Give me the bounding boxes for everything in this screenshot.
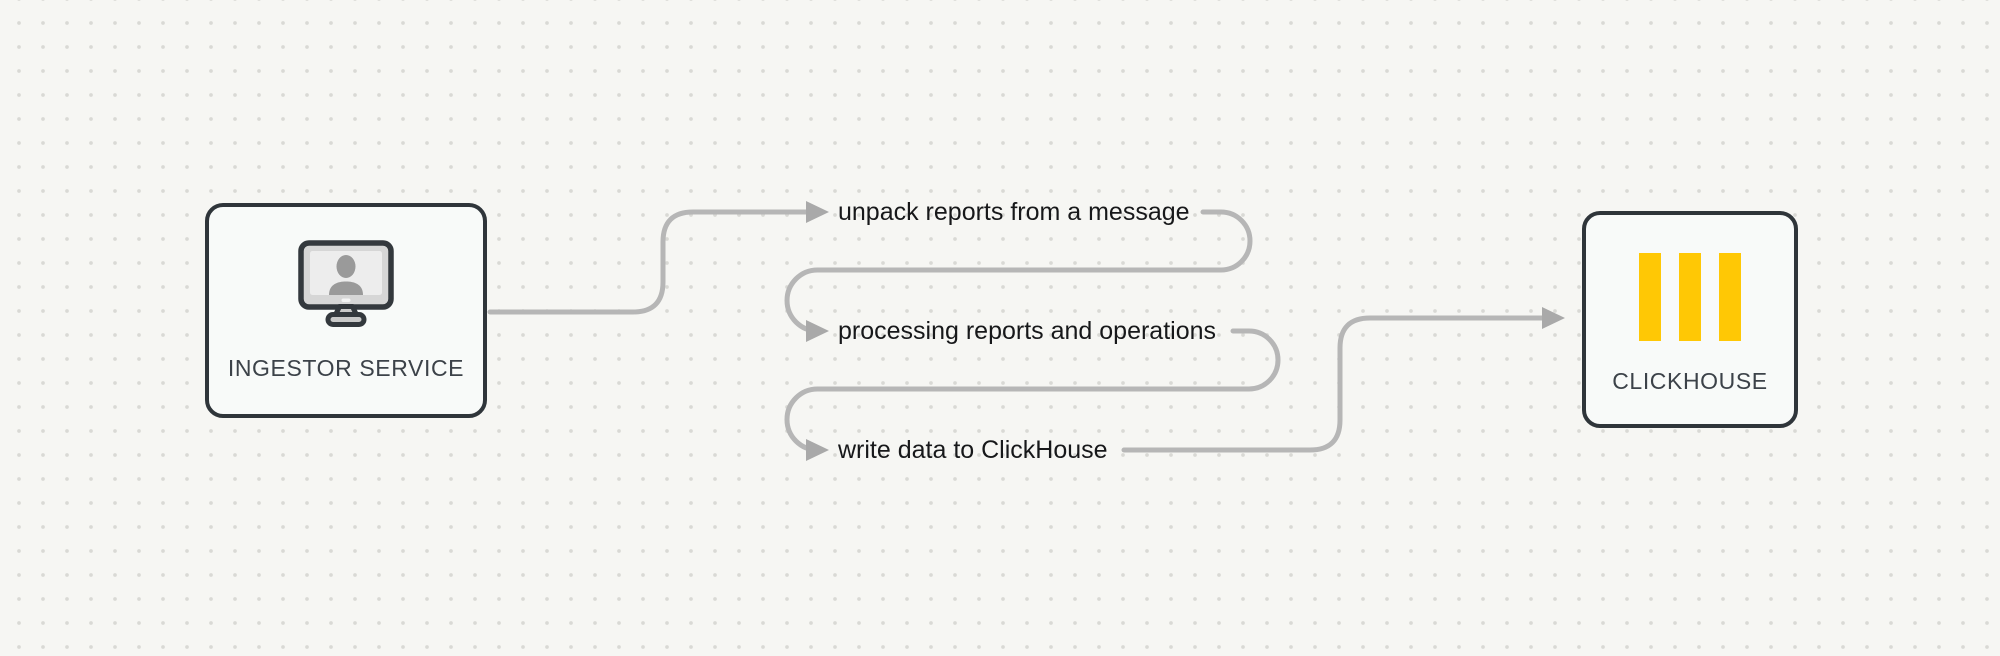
step-label-write-data: write data to ClickHouse (838, 436, 1108, 464)
user-silhouette-icon (336, 255, 356, 278)
step-label-processing-reports: processing reports and operations (838, 317, 1217, 345)
arrowhead-icon (806, 201, 829, 223)
node-clickhouse: CLICKHOUSE (1582, 211, 1798, 428)
connector-step1-to-step2 (784, 209, 1253, 334)
connector-step2-to-step3 (784, 328, 1281, 453)
arrowhead-icon (806, 439, 829, 461)
clickhouse-bar-icon (1679, 253, 1701, 341)
connector-step3-to-clickhouse (1121, 315, 1545, 453)
monitor-user-icon (298, 240, 394, 327)
step-label-unpack-reports: unpack reports from a message (838, 198, 1190, 226)
arrowhead-icon (1542, 307, 1565, 329)
clickhouse-bar-icon (1719, 253, 1741, 341)
arrowhead-icon (806, 320, 829, 342)
node-label-ingestor-service: INGESTOR SERVICE (227, 355, 465, 381)
node-ingestor-service: INGESTOR SERVICE (205, 203, 487, 418)
node-label-clickhouse: CLICKHOUSE (1612, 368, 1768, 394)
connector-ingestor-to-step1 (487, 209, 809, 315)
clickhouse-logo-icon (1639, 253, 1741, 341)
clickhouse-bar-icon (1639, 253, 1661, 341)
